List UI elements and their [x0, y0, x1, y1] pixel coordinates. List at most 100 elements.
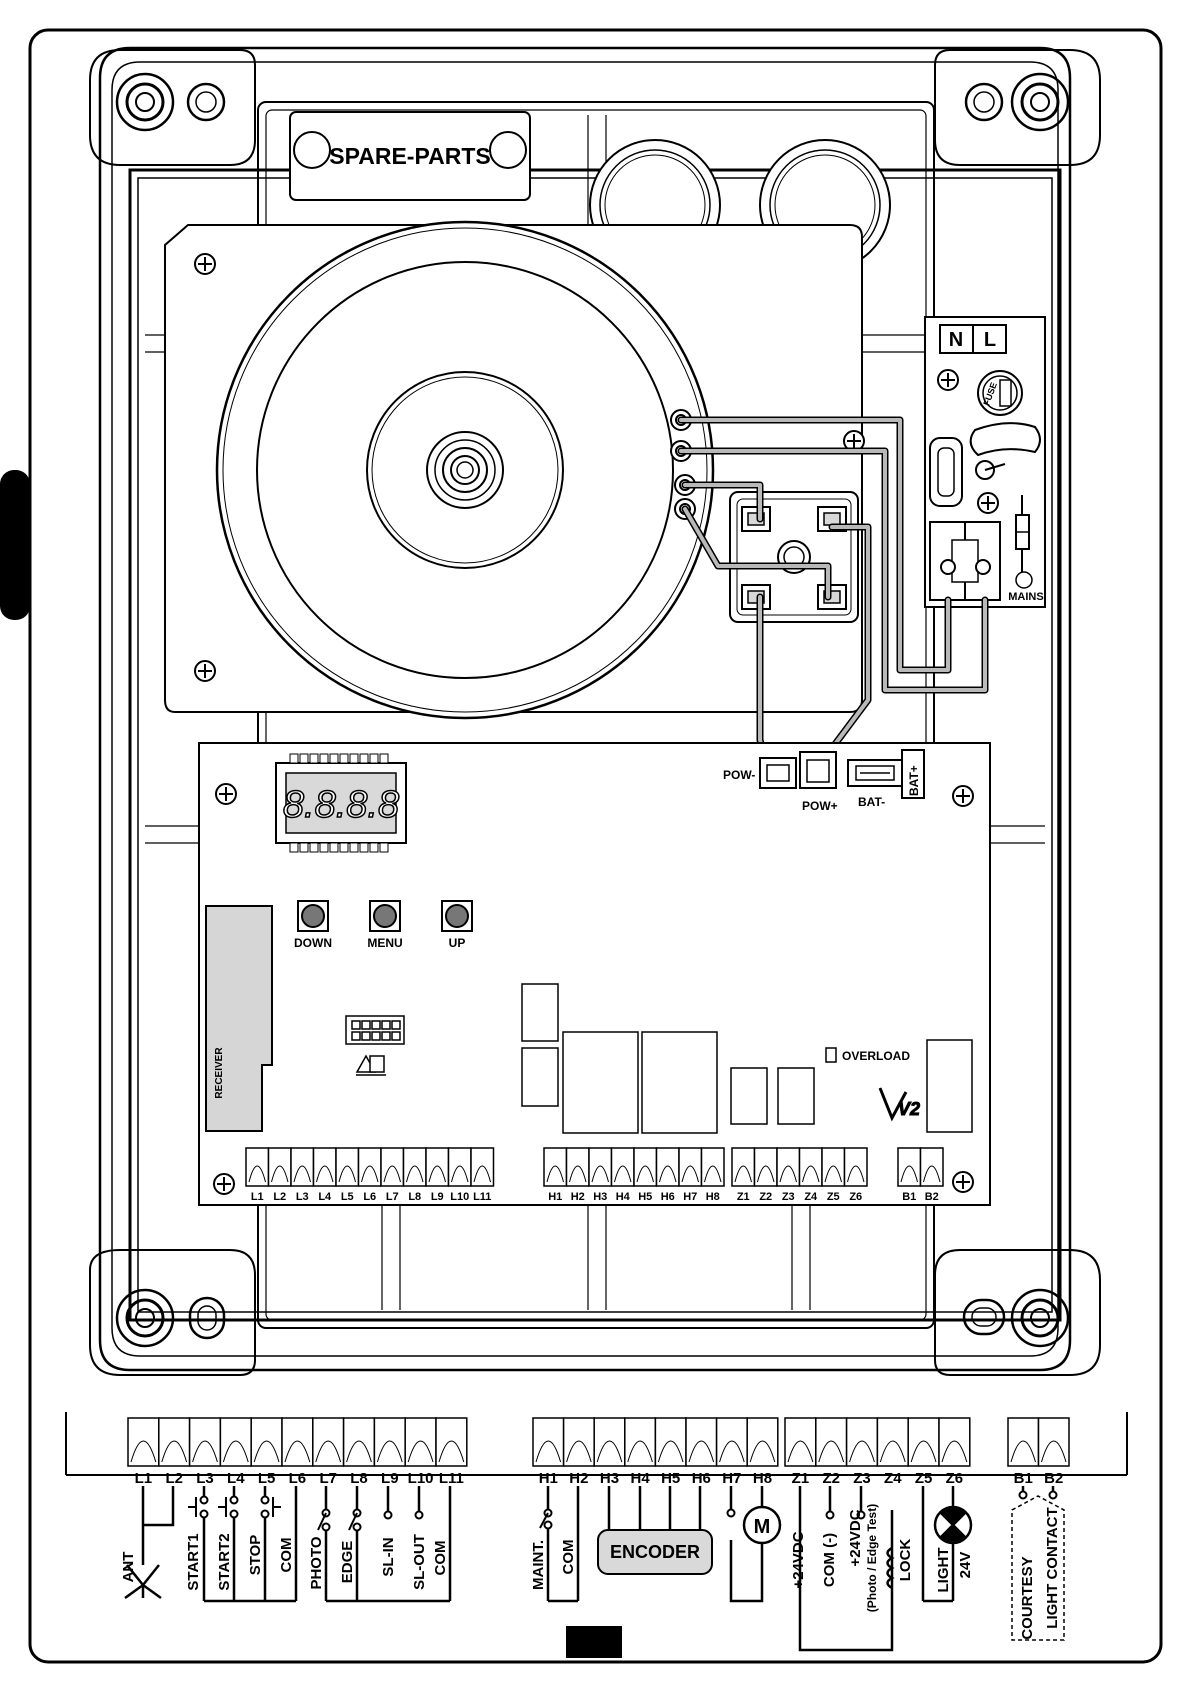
v2-logo-text: V2 [898, 1099, 920, 1119]
adi-logo-icon [355, 1054, 386, 1076]
wiring-terminal-z5[interactable]: Z5 [907, 1417, 940, 1487]
terminal-arc [316, 1165, 334, 1183]
wiring-terminal-b2[interactable]: B2 [1037, 1417, 1070, 1487]
display-pins-top [289, 753, 389, 853]
v24-label: +24VDC [790, 1531, 807, 1588]
terminal-arc [271, 1165, 289, 1183]
terminal-arc [222, 1440, 249, 1463]
terminal-label: H8 [753, 1470, 772, 1487]
terminal-arc [734, 1165, 752, 1183]
edge-label: EDGE [339, 1541, 356, 1584]
terminal-arc [407, 1440, 434, 1463]
terminal-arc [1010, 1440, 1036, 1463]
wiring-terminal-z3[interactable]: Z3 [845, 1417, 879, 1487]
terminal-arc [879, 1440, 906, 1463]
up-button[interactable]: UP [441, 900, 473, 950]
start2-label: START2 [216, 1533, 233, 1590]
terminal-label: L5 [258, 1470, 276, 1487]
terminal-label: L3 [296, 1191, 309, 1203]
board-terminal-z2[interactable]: Z2 [753, 1147, 778, 1203]
down-button[interactable]: DOWN [294, 900, 332, 950]
encoder-label: ENCODER [610, 1542, 700, 1562]
terminal-screw [312, 1417, 345, 1467]
maint-label: MAINT. [530, 1540, 547, 1590]
terminal-label: L2 [165, 1470, 183, 1487]
screw-icon [215, 783, 237, 805]
terminal-label: Z1 [792, 1470, 810, 1487]
terminal-label: H2 [569, 1470, 588, 1487]
wiring-terminal-z2[interactable]: Z2 [815, 1417, 848, 1487]
terminal-label: L11 [473, 1191, 491, 1203]
receiver-label: RECEIVER [214, 1047, 225, 1099]
board-terminal-h4[interactable]: H4 [610, 1147, 635, 1203]
board-terminal-l11[interactable]: L11 [470, 1147, 495, 1203]
screw-icon [843, 430, 865, 452]
board-terminal-h5[interactable]: H5 [633, 1147, 658, 1203]
terminal-label: L7 [386, 1191, 399, 1203]
terminal-label: H6 [692, 1470, 711, 1487]
board-terminal-l10[interactable]: L10 [447, 1147, 472, 1203]
photo-label: PHOTO [308, 1536, 325, 1589]
terminal-label: L8 [350, 1470, 368, 1487]
terminal-screw [715, 1417, 748, 1467]
board-terminal-z4[interactable]: Z4 [798, 1147, 823, 1203]
wiring-terminal-h3[interactable]: H3 [593, 1417, 626, 1487]
contact-symbols [188, 1490, 1058, 1532]
terminal-label: B2 [1044, 1470, 1063, 1487]
terminal-arc [681, 1165, 699, 1183]
v24-test-label: +24VDC [847, 1509, 864, 1566]
terminal-arc [704, 1165, 722, 1183]
screw-icon [194, 253, 216, 275]
down-button-label: DOWN [294, 936, 332, 950]
board-terminal-l6[interactable]: L6 [357, 1147, 382, 1203]
pin-header [345, 1015, 405, 1045]
start1-label: START1 [185, 1533, 202, 1590]
board-terminal-l2[interactable]: L2 [267, 1147, 292, 1203]
terminal-arc [346, 1440, 372, 1463]
com-label-1: COM [278, 1538, 295, 1573]
wiring-terminal-h7[interactable]: H7 [715, 1417, 748, 1487]
board-terminal-z6[interactable]: Z6 [843, 1147, 868, 1203]
wiring-terminal-l11[interactable]: L11 [435, 1417, 468, 1487]
screw-icon [952, 785, 974, 807]
terminal-arc [636, 1165, 654, 1183]
board-terminal-l5[interactable]: L5 [335, 1147, 360, 1203]
board-terminal-l7[interactable]: L7 [380, 1147, 405, 1203]
terminal-arc [591, 1165, 609, 1183]
terminal-label: H7 [683, 1191, 697, 1203]
terminal-arc [596, 1440, 623, 1463]
board-terminal-h8[interactable]: H8 [700, 1147, 725, 1203]
light-contact-label: LIGHT CONTACT [1044, 1507, 1061, 1628]
board-terminal-h1[interactable]: H1 [543, 1147, 568, 1203]
board-terminal-l8[interactable]: L8 [402, 1147, 427, 1203]
board-terminal-h7[interactable]: H7 [678, 1147, 703, 1203]
wiring-terminal-l10[interactable]: L10 [404, 1417, 437, 1487]
terminal-arc [627, 1440, 653, 1463]
terminal-arc [719, 1440, 745, 1463]
menu-button[interactable]: MENU [367, 900, 403, 950]
terminal-arc [253, 1440, 280, 1463]
terminal-screw [876, 1417, 909, 1467]
terminal-arc [315, 1440, 342, 1463]
terminal-arc [849, 1440, 875, 1463]
terminal-screw [624, 1417, 657, 1467]
terminal-arc [383, 1165, 401, 1183]
terminal-label: L10 [450, 1191, 469, 1203]
terminal-arc [1041, 1440, 1067, 1463]
mains-n-label: N [949, 329, 963, 351]
relays [521, 983, 973, 1134]
board-terminal-b2[interactable]: B2 [919, 1147, 944, 1203]
board-terminal-l3[interactable]: L3 [290, 1147, 315, 1203]
overload-indicator: OVERLOAD [825, 1047, 910, 1063]
ant-label: ANT [120, 1552, 137, 1583]
terminal-arc [757, 1165, 775, 1183]
terminal-label: Z6 [849, 1191, 862, 1203]
wiring-terminal-l3[interactable]: L3 [188, 1417, 222, 1487]
board-terminal-z1[interactable]: Z1 [731, 1147, 756, 1203]
terminal-screw [815, 1417, 848, 1467]
terminal-label: H5 [661, 1470, 680, 1487]
terminal-label: Z6 [946, 1470, 964, 1487]
terminal-arc [284, 1440, 311, 1463]
